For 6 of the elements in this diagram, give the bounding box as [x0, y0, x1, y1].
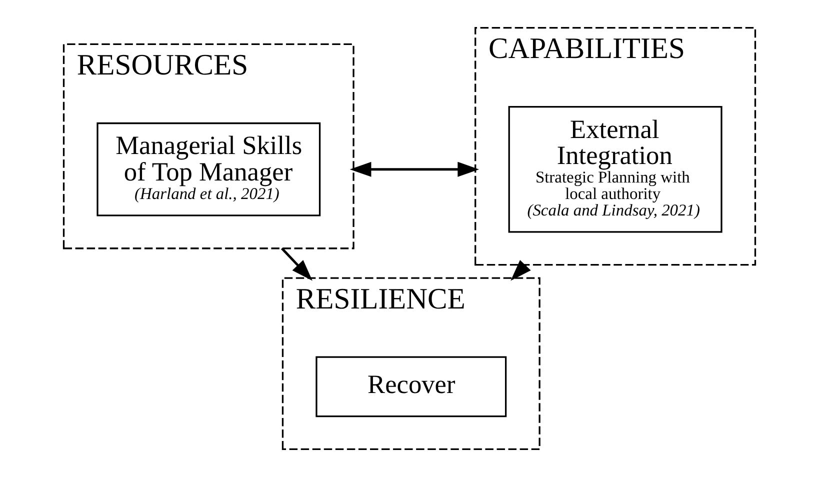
arrow — [280, 248, 312, 281]
arrow — [510, 260, 531, 281]
node-box: Managerial Skills of Top Manager (Harland et al., 2021) — [96, 122, 321, 216]
arrow — [350, 162, 480, 177]
node-box: External Integration Strategic Planning with local authority (Scala and Lindsay, 2021) — [508, 106, 722, 233]
node-box: Recover — [316, 356, 507, 418]
